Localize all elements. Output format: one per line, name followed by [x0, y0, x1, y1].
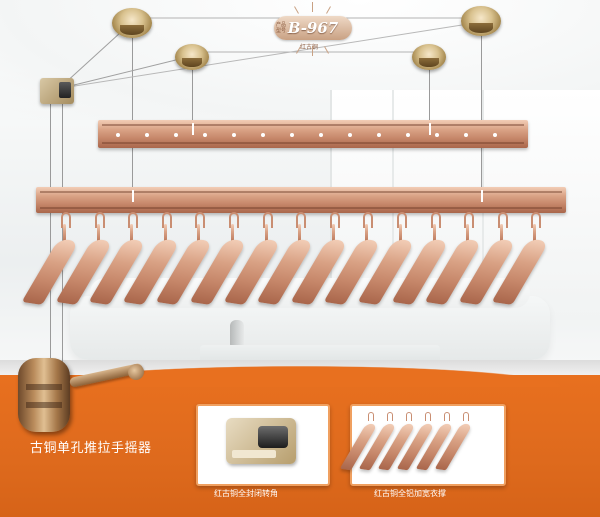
badge-ray: [312, 46, 313, 56]
mini-hanger-hook: [368, 412, 374, 421]
corner-box: [40, 78, 74, 104]
hanger-hook: [229, 212, 239, 228]
model-number: B-967: [287, 19, 339, 37]
hanger-hook: [430, 212, 441, 228]
hanger-hook: [262, 212, 273, 228]
rail-slot: [192, 123, 194, 135]
hanger-stem: [231, 224, 234, 246]
rail-hole: [348, 133, 352, 137]
rail-hole: [377, 133, 381, 137]
mini-hanger-hook: [463, 412, 469, 421]
hanger-hook: [195, 212, 206, 228]
hanger-hook: [531, 212, 542, 228]
hanger-stem: [264, 224, 268, 246]
ceiling-pulley: [461, 6, 501, 36]
cable: [50, 100, 51, 370]
ceiling-pulley: [175, 44, 209, 70]
rail-hole: [145, 133, 149, 137]
hanger-hook: [61, 212, 71, 228]
hanger-hook: [161, 212, 172, 228]
model-prefix: 产品型号: [276, 22, 287, 34]
rail-hole: [203, 133, 207, 137]
rail-hole: [319, 133, 323, 137]
lower-rail: [36, 187, 566, 213]
mini-hanger-hook: [444, 412, 450, 421]
finish-label: 红古铜: [300, 44, 319, 51]
inset-caption-hangers: 红古铜全铝加宽衣撑: [374, 489, 446, 498]
hanger-stem: [466, 224, 470, 246]
rail-hole: [464, 133, 468, 137]
cable: [429, 64, 430, 124]
rail-hole: [232, 133, 236, 137]
hanger-stem: [331, 224, 335, 246]
rail-hole: [406, 133, 410, 137]
hanger-hook: [397, 212, 407, 228]
hanger-stem: [298, 224, 302, 246]
hanger-stem: [365, 224, 369, 246]
inset-caption-corner: 红古铜全封闭转角: [214, 489, 278, 498]
hanger-stem: [163, 224, 167, 246]
hanger-stem: [130, 224, 134, 246]
rail-hole: [493, 133, 497, 137]
hanger-hook: [363, 212, 374, 228]
rail-hole: [174, 133, 178, 137]
hanger-hook: [497, 212, 508, 228]
sealed-corner-box: [226, 418, 296, 464]
rail-hole: [290, 133, 294, 137]
rail-slot: [429, 123, 431, 135]
hanger-hook: [329, 212, 340, 228]
hanger-stem: [432, 224, 436, 246]
hanger-stem: [399, 224, 402, 246]
inset-panel-corner: [196, 404, 330, 486]
cable: [192, 64, 193, 124]
ceiling-pulley: [112, 8, 152, 38]
hanger-stem: [63, 224, 66, 246]
badge-ray: [312, 2, 313, 12]
mini-hanger-hook: [425, 412, 431, 421]
hanger-stem: [96, 224, 100, 246]
main-caption: 古铜单孔推拉手摇器: [30, 441, 152, 456]
rail-hole: [261, 133, 265, 137]
hanger-stem: [499, 224, 503, 246]
model-badge: B-967: [274, 16, 352, 40]
cable: [481, 30, 482, 190]
upper-rail: [98, 120, 528, 148]
vase: [230, 320, 244, 350]
hanger-stem: [533, 224, 537, 246]
hanger-hook: [94, 212, 105, 228]
hanger-hook: [128, 212, 139, 228]
rail-hole: [116, 133, 120, 137]
cable: [62, 100, 63, 370]
crank-knob: [128, 364, 144, 380]
ceiling-pulley: [412, 44, 446, 70]
rail-hole: [435, 133, 439, 137]
crank-handle-icon: [18, 358, 82, 436]
cable: [132, 30, 133, 190]
hanger-stem: [197, 224, 201, 246]
mini-hanger-hook: [406, 412, 412, 421]
mini-hanger-hook: [387, 412, 393, 421]
hanger-hook: [296, 212, 307, 228]
hanger-hook: [464, 212, 475, 228]
rail-slot: [132, 190, 134, 202]
rail-slot: [481, 190, 483, 202]
